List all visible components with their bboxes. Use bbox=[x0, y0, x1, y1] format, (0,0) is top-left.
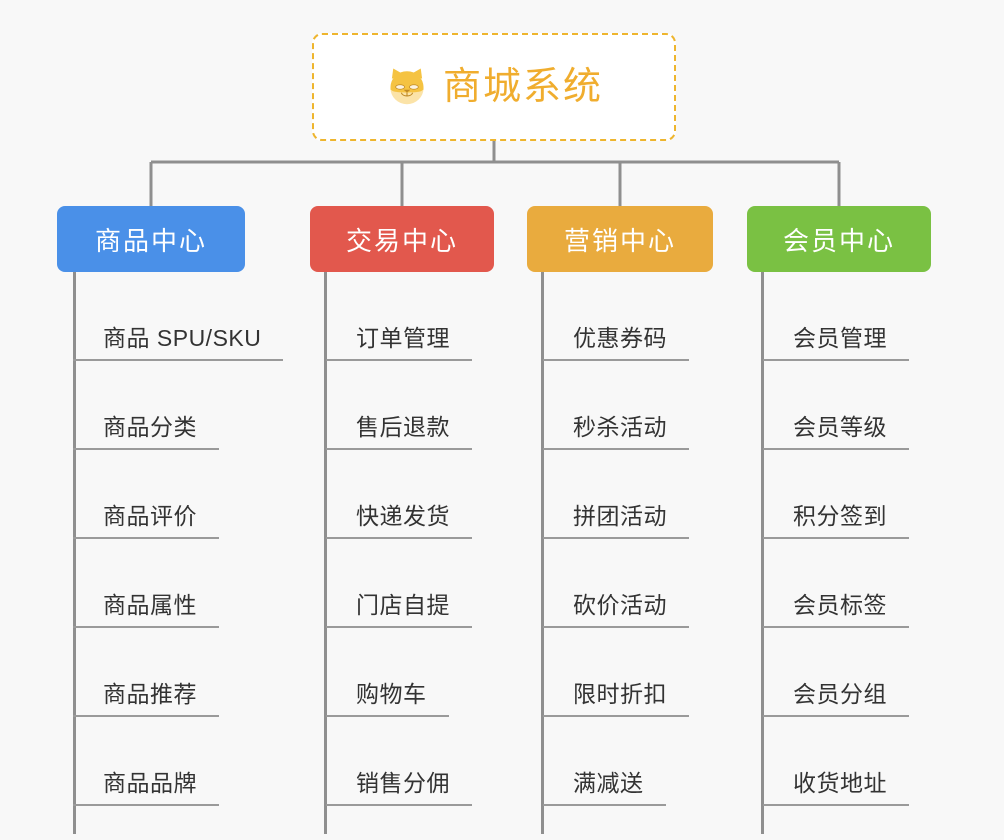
leaf-list-2: 优惠券码 秒杀活动 拼团活动 砍价活动 限时折扣 满减送 bbox=[527, 272, 713, 834]
leaf-label: 快递发货 bbox=[326, 501, 472, 539]
leaf-label: 商品品牌 bbox=[73, 768, 219, 806]
leaf-item[interactable]: 会员分组 bbox=[747, 628, 931, 717]
branch-column-0: 商品中心 商品 SPU/SKU 商品分类 商品评价 商品属性 商品推荐 商品品牌 bbox=[57, 206, 284, 834]
category-label-3: 会员中心 bbox=[782, 225, 895, 256]
leaf-item[interactable]: 商品品牌 bbox=[57, 717, 283, 806]
branch-column-2: 营销中心 优惠券码 秒杀活动 拼团活动 砍价活动 限时折扣 满减送 bbox=[527, 206, 713, 834]
leaf-item[interactable]: 商品评价 bbox=[57, 450, 283, 539]
leaf-item[interactable]: 收货地址 bbox=[747, 717, 931, 806]
leaf-label: 满减送 bbox=[543, 768, 666, 806]
leaf-item[interactable]: 拼团活动 bbox=[527, 450, 713, 539]
leaf-label: 收货地址 bbox=[763, 768, 909, 806]
root-title: 商城系统 bbox=[442, 66, 603, 108]
leaf-label: 会员等级 bbox=[763, 412, 909, 450]
category-header-2[interactable]: 营销中心 bbox=[527, 206, 713, 272]
leaf-list-1: 订单管理 售后退款 快递发货 门店自提 购物车 销售分佣 bbox=[310, 272, 494, 834]
leaf-item[interactable]: 订单管理 bbox=[310, 272, 494, 361]
leaf-item[interactable]: 购物车 bbox=[310, 628, 494, 717]
root-node[interactable]: 商城系统 bbox=[312, 33, 676, 141]
category-header-3[interactable]: 会员中心 bbox=[747, 206, 931, 272]
leaf-item[interactable]: 砍价活动 bbox=[527, 539, 713, 628]
leaf-label: 购物车 bbox=[326, 679, 449, 717]
leaf-item[interactable]: 优惠券码 bbox=[527, 272, 713, 361]
leaf-item[interactable]: 商品属性 bbox=[57, 539, 283, 628]
leaf-item[interactable]: 商品推荐 bbox=[57, 628, 283, 717]
leaf-item[interactable]: 限时折扣 bbox=[527, 628, 713, 717]
leaf-item[interactable]: 快递发货 bbox=[310, 450, 494, 539]
leaf-list-0: 商品 SPU/SKU 商品分类 商品评价 商品属性 商品推荐 商品品牌 bbox=[57, 272, 284, 834]
leaf-label: 销售分佣 bbox=[326, 768, 472, 806]
branch-column-1: 交易中心 订单管理 售后退款 快递发货 门店自提 购物车 销售分佣 bbox=[310, 206, 494, 834]
leaf-label: 会员管理 bbox=[763, 323, 909, 361]
leaf-item[interactable]: 会员标签 bbox=[747, 539, 931, 628]
leaf-label: 门店自提 bbox=[326, 590, 472, 628]
leaf-label: 商品 SPU/SKU bbox=[73, 323, 284, 361]
leaf-item[interactable]: 秒杀活动 bbox=[527, 361, 713, 450]
leaf-spine-2 bbox=[541, 272, 544, 834]
leaf-label: 会员标签 bbox=[763, 590, 909, 628]
leaf-item[interactable]: 积分签到 bbox=[747, 450, 931, 539]
leaf-spine-3 bbox=[761, 272, 764, 834]
leaf-label: 商品评价 bbox=[73, 501, 219, 539]
leaf-list-3: 会员管理 会员等级 积分签到 会员标签 会员分组 收货地址 bbox=[747, 272, 931, 834]
category-label-1: 交易中心 bbox=[345, 225, 458, 256]
leaf-item[interactable]: 销售分佣 bbox=[310, 717, 494, 806]
category-label-2: 营销中心 bbox=[563, 225, 676, 256]
leaf-label: 拼团活动 bbox=[543, 501, 689, 539]
leaf-item[interactable]: 会员管理 bbox=[747, 272, 931, 361]
leaf-spine-1 bbox=[324, 272, 327, 834]
category-header-1[interactable]: 交易中心 bbox=[310, 206, 494, 272]
leaf-spine-0 bbox=[73, 272, 76, 834]
shiba-dog-face-icon bbox=[390, 68, 424, 105]
leaf-label: 商品属性 bbox=[73, 590, 219, 628]
leaf-label: 会员分组 bbox=[763, 679, 909, 717]
leaf-label: 订单管理 bbox=[326, 323, 472, 361]
leaf-label: 秒杀活动 bbox=[543, 412, 689, 450]
category-header-0[interactable]: 商品中心 bbox=[57, 206, 245, 272]
leaf-label: 售后退款 bbox=[326, 412, 472, 450]
leaf-label: 优惠券码 bbox=[543, 323, 689, 361]
leaf-item[interactable]: 售后退款 bbox=[310, 361, 494, 450]
leaf-label: 砍价活动 bbox=[543, 590, 689, 628]
leaf-item[interactable]: 门店自提 bbox=[310, 539, 494, 628]
category-label-0: 商品中心 bbox=[94, 225, 207, 256]
leaf-item[interactable]: 商品 SPU/SKU bbox=[57, 272, 284, 361]
leaf-label: 商品分类 bbox=[73, 412, 219, 450]
leaf-item[interactable]: 商品分类 bbox=[57, 361, 283, 450]
leaf-item[interactable]: 会员等级 bbox=[747, 361, 931, 450]
leaf-label: 积分签到 bbox=[763, 501, 909, 539]
branch-column-3: 会员中心 会员管理 会员等级 积分签到 会员标签 会员分组 收货地址 bbox=[747, 206, 931, 834]
leaf-label: 商品推荐 bbox=[73, 679, 219, 717]
leaf-label: 限时折扣 bbox=[543, 679, 689, 717]
leaf-item[interactable]: 满减送 bbox=[527, 717, 713, 806]
